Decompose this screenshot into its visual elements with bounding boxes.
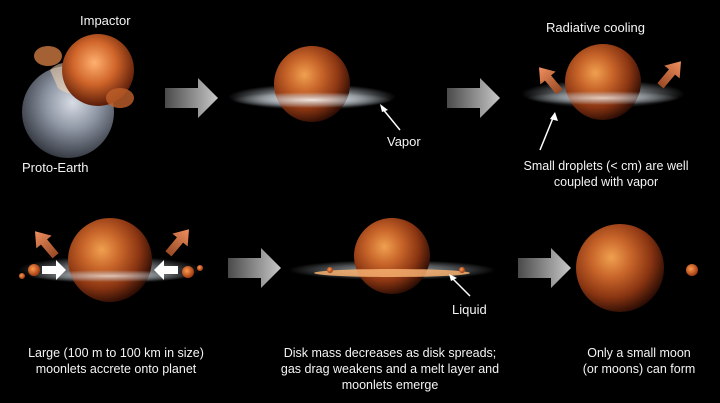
moonlet-escape-arrow-left xyxy=(35,231,59,259)
disk-caption-line-2: gas drag weakens and a melt layer and xyxy=(280,362,500,376)
moonlet-disk-front xyxy=(28,270,192,282)
liquid-pointer-head xyxy=(449,274,457,281)
cooling-caption-line-1: Small droplets (< cm) are well xyxy=(523,159,689,173)
radiative-cooling-title: Radiative cooling xyxy=(546,20,646,35)
droplet-pointer-head xyxy=(550,112,558,121)
small-moon xyxy=(686,264,698,276)
cooling-planet xyxy=(565,44,641,120)
cooling-disk-front xyxy=(527,91,679,105)
disk-caption: Disk mass decreases as disk spreads; gas… xyxy=(270,345,510,393)
vapor-pointer xyxy=(381,107,401,131)
liquid-label: Liquid xyxy=(452,302,487,317)
impactor xyxy=(62,34,134,106)
final-planet xyxy=(576,224,664,312)
spread-moonlet-left xyxy=(327,267,333,273)
spread-planet xyxy=(354,218,430,294)
moonlet-right-1 xyxy=(182,266,194,278)
moonlets-caption-line-1: Large (100 m to 100 km in size) xyxy=(28,346,204,360)
melt-layer xyxy=(314,269,470,277)
spread-moonlet-right xyxy=(459,267,465,273)
moon-panel xyxy=(576,224,698,312)
escape-arrow-right xyxy=(657,61,681,89)
disk-caption-line-1: Disk mass decreases as disk spreads; xyxy=(283,346,497,360)
moon-caption: Only a small moon (or moons) can form xyxy=(566,345,712,377)
cooling-panel xyxy=(521,44,685,151)
impactor-debris xyxy=(106,88,134,108)
moonlet-escape-arrow-right xyxy=(165,229,189,257)
moonlet-right-2 xyxy=(197,265,203,271)
moonlet-planet xyxy=(68,218,152,302)
vapor-label: Vapor xyxy=(387,134,421,149)
vapor-pointer-head xyxy=(380,104,388,112)
process-arrow-3 xyxy=(228,248,281,288)
moonlet-left-2 xyxy=(19,273,25,279)
liquid-pointer xyxy=(451,277,471,297)
moonlets-caption: Large (100 m to 100 km in size) moonlets… xyxy=(2,345,230,377)
disk-panel xyxy=(288,218,496,297)
cooling-caption-line-2: coupled with vapor xyxy=(553,175,659,189)
accretion-arrow-right xyxy=(154,260,178,280)
proto-earth-label: Proto-Earth xyxy=(22,160,89,175)
cooling-caption: Small droplets (< cm) are well coupled w… xyxy=(508,158,704,190)
moonlets-panel xyxy=(18,218,203,302)
escape-arrow-left xyxy=(539,67,563,95)
moon-caption-line-1: Only a small moon xyxy=(587,346,691,360)
vapor-panel xyxy=(228,46,401,131)
droplet-pointer xyxy=(539,117,554,151)
accretion-arrow-left xyxy=(42,260,66,280)
process-arrow-2 xyxy=(447,78,500,118)
moonlet-left-1 xyxy=(28,264,40,276)
process-arrow-1 xyxy=(165,78,218,118)
impact-panel xyxy=(22,34,134,158)
disk-caption-line-3: moonlets emerge xyxy=(341,378,439,392)
moon-caption-line-2: (or moons) can form xyxy=(582,362,696,376)
vapor-planet xyxy=(274,46,350,122)
impactor-label: Impactor xyxy=(80,13,131,28)
process-arrow-4 xyxy=(518,248,571,288)
vapor-disk-front xyxy=(232,92,392,108)
impact-plume xyxy=(34,46,62,66)
moonlets-caption-line-2: moonlets accrete onto planet xyxy=(35,362,197,376)
